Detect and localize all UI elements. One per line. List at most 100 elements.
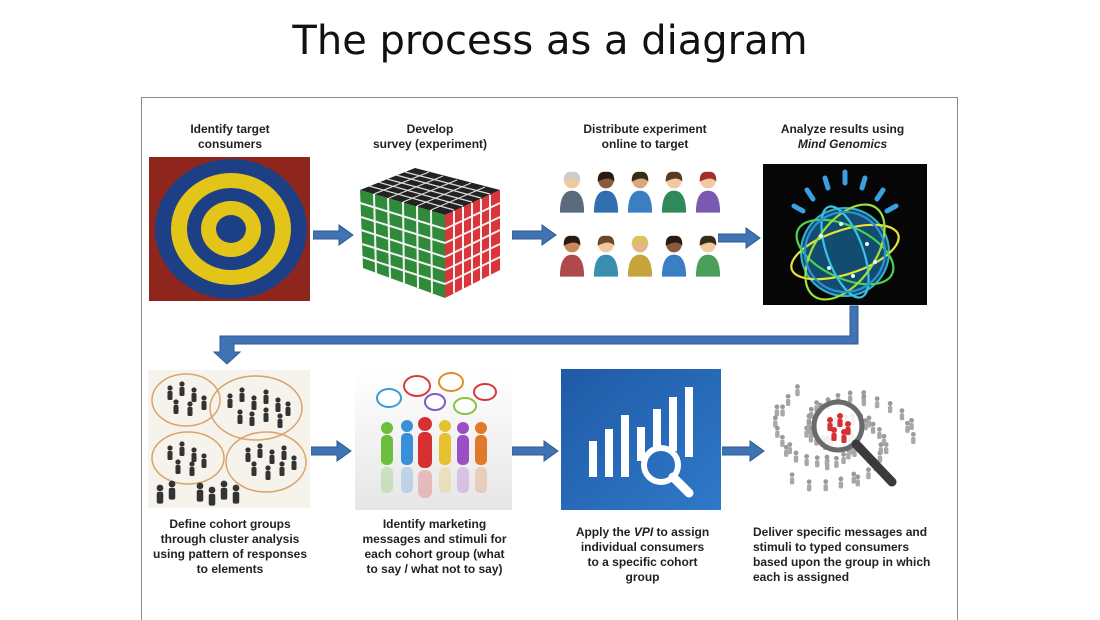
crowd-person: [774, 404, 780, 417]
cluster-person: [220, 480, 228, 500]
cluster-person: [275, 397, 281, 412]
crowd-person: [780, 404, 785, 417]
crowd-person: [785, 393, 791, 406]
survey-person: [593, 235, 619, 277]
cluster-person: [237, 409, 243, 424]
crowd-person: [772, 415, 778, 428]
survey-person: [627, 171, 653, 213]
crowd-person: [874, 396, 880, 409]
targeted-delivery-image: [768, 370, 928, 510]
cluster-person: [156, 484, 164, 504]
crowd-person: [814, 455, 820, 468]
crowd-person: [838, 476, 844, 489]
cube-image: [355, 160, 505, 300]
cluster-person: [187, 401, 193, 416]
cohort-cluster-image: [148, 370, 310, 508]
survey-person: [661, 235, 687, 277]
cluster-person: [285, 401, 291, 416]
cluster-person: [179, 381, 185, 396]
cluster-person: [191, 387, 197, 402]
crowd-person: [823, 479, 829, 492]
crowd-person: [878, 442, 884, 455]
cluster-person: [245, 447, 251, 462]
arrow-step7-to-step8: [722, 440, 765, 462]
survey-person: [695, 171, 721, 213]
crowd-person: [795, 384, 800, 397]
cluster-person: [269, 449, 275, 464]
crowd-person: [789, 472, 795, 485]
target-bullseye: [216, 215, 246, 243]
cluster-person: [239, 387, 245, 402]
arrow-step3-to-step4: [718, 227, 761, 249]
arrow-step6-to-step7: [512, 440, 559, 462]
crowd-person: [787, 442, 793, 455]
crowd-person: [793, 450, 799, 463]
crowd-person: [909, 417, 915, 430]
step-7-caption: Apply the VPI to assign individual consu…: [575, 525, 710, 584]
cluster-person: [263, 389, 269, 404]
crowd-person: [783, 444, 789, 457]
marketing-messages-image: [355, 370, 512, 510]
crowd-person: [863, 418, 869, 431]
survey-person: [661, 171, 687, 213]
mind-genomics-globe-image: [763, 164, 927, 305]
cluster-person: [251, 395, 257, 410]
cluster-person: [263, 407, 269, 422]
cluster-person: [251, 461, 257, 476]
cluster-person: [201, 453, 207, 468]
cluster-person: [249, 411, 255, 426]
arrow-row1-to-row2: [212, 305, 859, 365]
page-title: The process as a diagram: [292, 18, 808, 64]
survey-person: [559, 235, 585, 277]
crowd-person: [780, 434, 785, 447]
selected-person: [837, 413, 843, 427]
crowd-person: [866, 415, 872, 428]
crowd-person: [824, 454, 830, 467]
arrow-step5-to-step6: [311, 440, 352, 462]
selected-person: [831, 427, 837, 441]
crowd-person: [899, 408, 905, 421]
crowd-person: [847, 390, 853, 403]
cluster-person: [173, 399, 179, 414]
cluster-person: [281, 445, 287, 460]
cluster-person: [232, 484, 240, 504]
crowd-person: [861, 394, 867, 407]
survey-person: [627, 235, 653, 277]
cluster-person: [257, 443, 263, 458]
arrow-step1-to-step2: [313, 224, 354, 246]
crowd-person: [806, 479, 812, 492]
survey-person: [695, 235, 721, 277]
cluster-person: [227, 393, 233, 408]
cluster-person: [196, 482, 204, 502]
cluster-person: [167, 385, 173, 400]
cluster-person: [167, 445, 173, 460]
cluster-person: [168, 480, 176, 500]
people-grid-image: [555, 165, 725, 290]
cluster-person: [291, 455, 297, 470]
crowd-person: [841, 452, 846, 465]
selected-person: [841, 429, 847, 443]
cluster-person: [191, 447, 197, 462]
target-image: [149, 157, 310, 301]
cluster-person: [279, 461, 285, 476]
crowd-person: [866, 467, 871, 480]
cluster-person: [189, 461, 195, 476]
cluster-person: [179, 441, 185, 456]
crowd-person: [877, 427, 882, 440]
crowd-person: [870, 421, 876, 434]
crowd-person: [804, 454, 810, 467]
crowd-person: [851, 471, 857, 484]
cluster-person: [277, 413, 283, 428]
survey-person: [593, 171, 619, 213]
cluster-person: [265, 465, 271, 480]
crowd-person: [887, 401, 893, 414]
crowd-person: [833, 455, 839, 468]
crowd-person: [855, 474, 861, 487]
